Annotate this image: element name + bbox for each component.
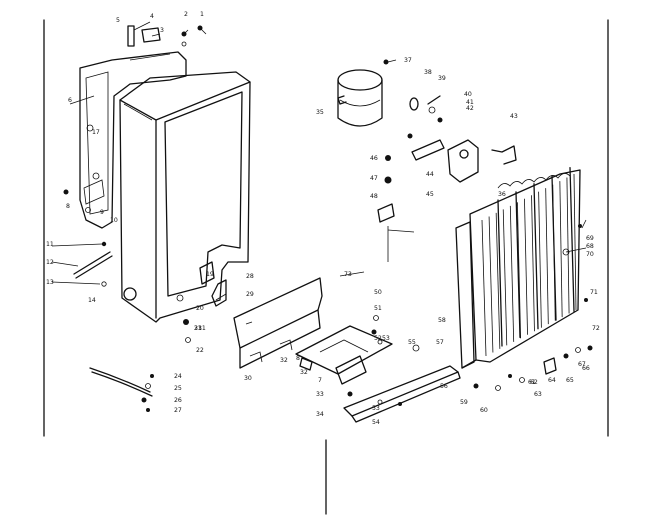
part-number-label: 61 — [528, 379, 536, 386]
part-number-label: 64 — [548, 377, 556, 384]
part-number-label: 13 — [46, 279, 54, 286]
part-number-label: 26 — [174, 397, 182, 404]
bracket-parts-19-22 — [176, 261, 227, 343]
part-number-label: 37 — [404, 57, 412, 64]
part-number-label: 46 — [370, 155, 378, 162]
part-number-label: 28 — [246, 273, 254, 280]
part-number-label: 41 — [466, 99, 474, 106]
part-number-label: 8 — [66, 203, 70, 210]
part-number-label: 54 — [372, 419, 380, 426]
part-number-labels: 1234568910111213141719202122242526272829… — [46, 11, 600, 426]
part-number-label: 22 — [196, 347, 204, 354]
part-number-label: 66 — [582, 365, 590, 372]
part-number-label: 33 — [316, 391, 324, 398]
top-fasteners — [127, 25, 203, 47]
part-number-label: 62 — [530, 379, 538, 386]
part-number-label: 25 — [174, 385, 182, 392]
part-number-label: 65 — [566, 377, 574, 384]
part-number-label: 24 — [174, 373, 182, 380]
part-number-label: 48 — [370, 193, 378, 200]
part-number-label: 19 — [206, 271, 214, 278]
part-number-label: 67 — [578, 361, 586, 368]
part-number-label: 10 — [110, 217, 118, 224]
part-number-label: 53 — [372, 405, 380, 412]
part-number-label: 72 — [592, 325, 600, 332]
left-fasteners — [63, 189, 153, 397]
part-number-label: 63 — [534, 391, 542, 398]
part-number-label: 31 — [198, 325, 206, 332]
part-number-label: 45 — [426, 191, 434, 198]
part-number-label: 68 — [586, 243, 594, 250]
part-number-label: 7 — [318, 377, 322, 384]
part-number-label: 8 — [296, 355, 300, 362]
part-number-label: 9 — [100, 209, 104, 216]
part-number-label: 55 — [408, 339, 416, 346]
relay-overload-parts — [407, 95, 517, 183]
leader-lines — [51, 21, 587, 285]
part-number-label: 35 — [316, 109, 324, 116]
part-number-label: 73 — [344, 271, 352, 278]
part-number-label: 3 — [160, 27, 164, 34]
part-number-label: 14 — [88, 297, 96, 304]
part-number-label: 34 — [316, 411, 324, 418]
back-panel — [79, 51, 187, 229]
part-number-label: 60 — [480, 407, 488, 414]
part-number-label: 44 — [426, 171, 434, 178]
part-number-label: 53 — [382, 335, 390, 342]
part-number-label: 30 — [244, 375, 252, 382]
part-number-label: 17 — [92, 129, 100, 136]
part-number-label: 21 — [194, 325, 202, 332]
part-number-label: 4 — [150, 13, 154, 20]
part-number-label: 70 — [586, 251, 594, 258]
part-number-label: 2 — [184, 11, 188, 18]
part-number-label: 42 — [466, 105, 474, 112]
part-number-label: 58 — [438, 317, 446, 324]
compartment-cover — [233, 277, 323, 369]
part-number-label: 52 — [374, 335, 382, 342]
compressor — [337, 59, 389, 127]
part-number-label: 47 — [370, 175, 378, 182]
part-number-label: 59 — [460, 399, 468, 406]
part-number-label: 71 — [590, 289, 598, 296]
drawing-frame — [43, 19, 609, 515]
part-number-label: 38 — [424, 69, 432, 76]
condenser-hardware — [473, 345, 593, 391]
part-number-label: 31 — [194, 325, 202, 332]
cabinet-liner — [119, 71, 251, 323]
base-frame — [295, 315, 393, 385]
part-number-label: 1 — [200, 11, 204, 18]
part-number-label: 6 — [68, 97, 72, 104]
part-number-label: 20 — [196, 305, 204, 312]
part-number-label: 56 — [440, 383, 448, 390]
part-number-label: 69 — [586, 235, 594, 242]
condenser-coil — [455, 166, 588, 369]
small-hardware-24-27 — [141, 374, 154, 412]
part-number-label: 27 — [174, 407, 182, 414]
part-number-label: 43 — [510, 113, 518, 120]
part-number-label: 50 — [374, 289, 382, 296]
part-number-label: 51 — [374, 305, 382, 312]
part-number-label: 32 — [280, 357, 288, 364]
part-number-label: 29 — [246, 291, 254, 298]
part-number-label: 12 — [46, 259, 54, 266]
part-number-label: 32 — [300, 369, 308, 376]
part-number-label: 5 — [116, 17, 120, 24]
base-rail — [343, 344, 461, 423]
grommets — [377, 155, 395, 262]
part-number-label: 11 — [46, 241, 54, 248]
part-number-label: 40 — [464, 91, 472, 98]
part-number-label: 39 — [438, 75, 446, 82]
part-number-label: 36 — [498, 191, 506, 198]
part-number-label: 57 — [436, 339, 444, 346]
